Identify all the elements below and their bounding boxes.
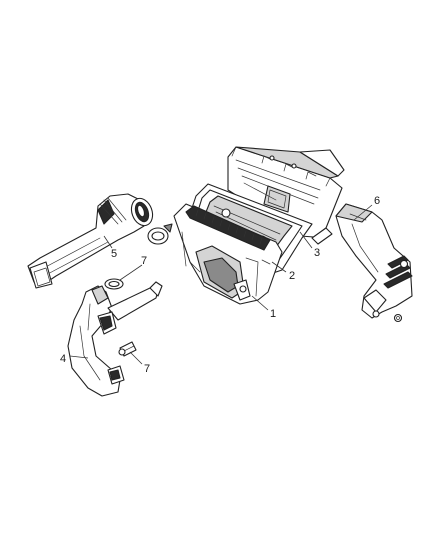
callout-5: 5 (111, 248, 117, 260)
lower-air-duct (67, 281, 163, 397)
callout-2: 2 (289, 270, 295, 282)
callout-labels: 1 2 3 6 5 4 7 7 (60, 195, 380, 375)
callout-7-upper: 7 (141, 255, 147, 267)
intake-duct (335, 203, 413, 323)
hose-clamp (147, 223, 173, 245)
callout-4: 4 (60, 353, 66, 365)
leader-lines (69, 204, 373, 365)
air-cleaner-housing (173, 203, 283, 305)
grommet-lower (118, 341, 137, 357)
callout-7-lower: 7 (144, 363, 150, 375)
callout-3: 3 (314, 247, 320, 259)
callout-6: 6 (374, 195, 380, 207)
grommet-upper (104, 278, 124, 290)
clean-air-tube (27, 193, 154, 289)
air-cleaner-cover (227, 146, 345, 245)
callout-1: 1 (270, 308, 276, 320)
